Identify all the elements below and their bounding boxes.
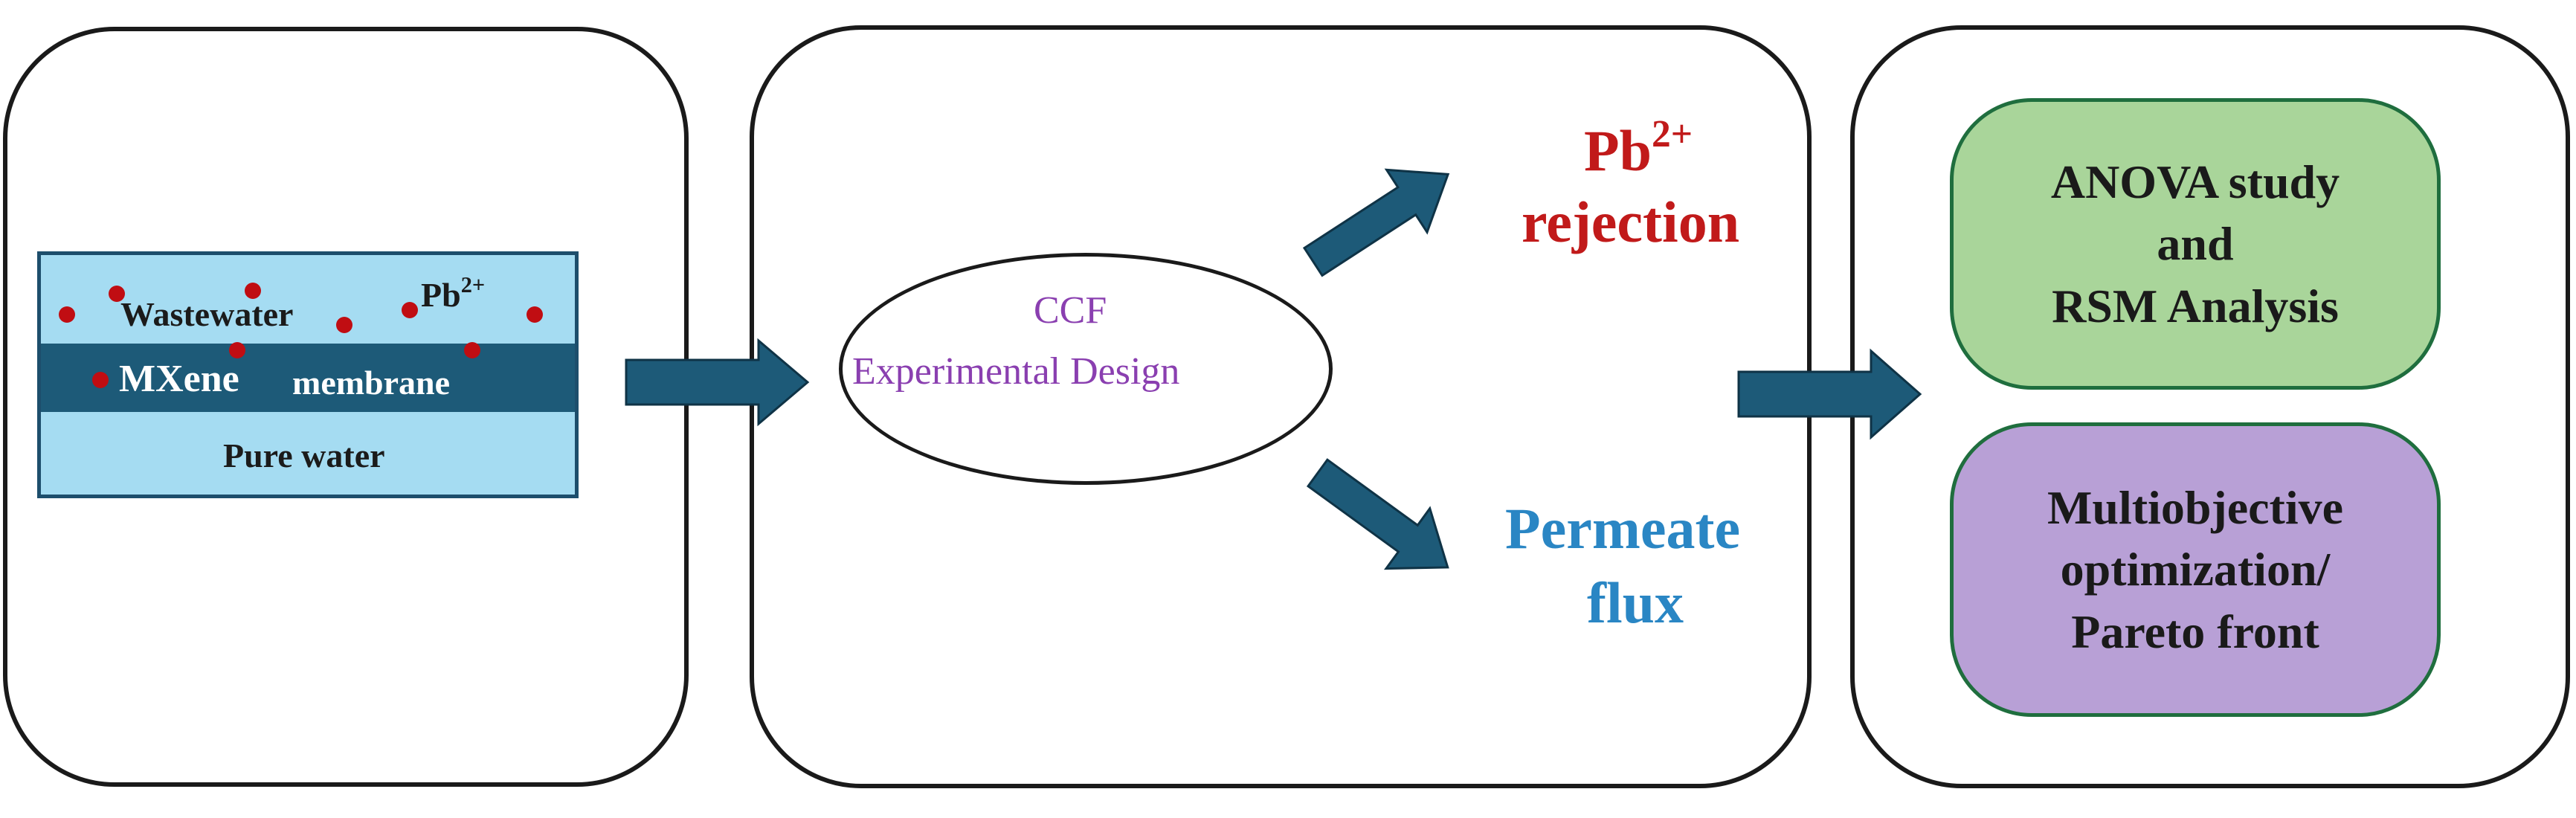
anova-rsm-box: ANOVA study and RSM Analysis: [1950, 98, 2441, 390]
experimental-design-oval: [839, 253, 1333, 485]
ccf-label: CCF: [1034, 289, 1107, 332]
pb-ion-dot: [464, 342, 480, 358]
pure-water-label: Pure water: [223, 437, 385, 474]
wastewater-layer: [37, 251, 579, 347]
pb-ion-label: Pb2+: [421, 272, 486, 315]
right-arrow-icon: [1737, 348, 1922, 440]
multiobjective-box: Multiobjective optimization/ Pareto fron…: [1950, 422, 2441, 717]
pb-ion-dot: [92, 372, 109, 388]
anova-line-1: ANOVA study: [2050, 155, 2340, 209]
pb-ion-dot: [402, 302, 418, 318]
experimental-design-label: Experimental Design: [852, 350, 1180, 393]
mxene-label: MXene: [119, 358, 239, 400]
multiobjective-line-3: Pareto front: [2071, 605, 2319, 658]
up-right-arrow-icon: [1302, 168, 1450, 277]
pb-ion-dot: [245, 283, 261, 299]
anova-line-2: and: [2157, 217, 2234, 271]
down-right-arrow-icon: [1306, 458, 1449, 570]
wastewater-label: Wastewater: [120, 295, 294, 333]
mxene-membrane-layer: [37, 344, 579, 415]
right-arrow-icon: [625, 338, 810, 427]
pb-ion-charge: 2+: [460, 272, 486, 298]
pb-ion-base: Pb: [421, 276, 461, 314]
anova-line-3: RSM Analysis: [2052, 279, 2339, 332]
pb-ion-dot: [336, 317, 352, 333]
permeate-label: Permeate: [1505, 496, 1741, 561]
pb-ion-dot: [59, 306, 75, 323]
flux-label: flux: [1587, 570, 1684, 635]
multiobjective-line-2: optimization/: [2060, 543, 2331, 596]
pb-ion-dot: [109, 286, 125, 302]
rejection-label: rejection: [1522, 190, 1740, 254]
rejection-ion-charge: 2+: [1652, 113, 1693, 156]
rejection-ion-label: Pb2+: [1584, 115, 1693, 184]
pure-water-layer: [37, 412, 579, 498]
pb-ion-dot: [527, 306, 543, 323]
membrane-label: membrane: [292, 364, 451, 402]
multiobjective-line-1: Multiobjective: [2047, 481, 2344, 535]
pb-ion-dot: [229, 342, 245, 358]
rejection-ion-base: Pb: [1584, 118, 1652, 183]
